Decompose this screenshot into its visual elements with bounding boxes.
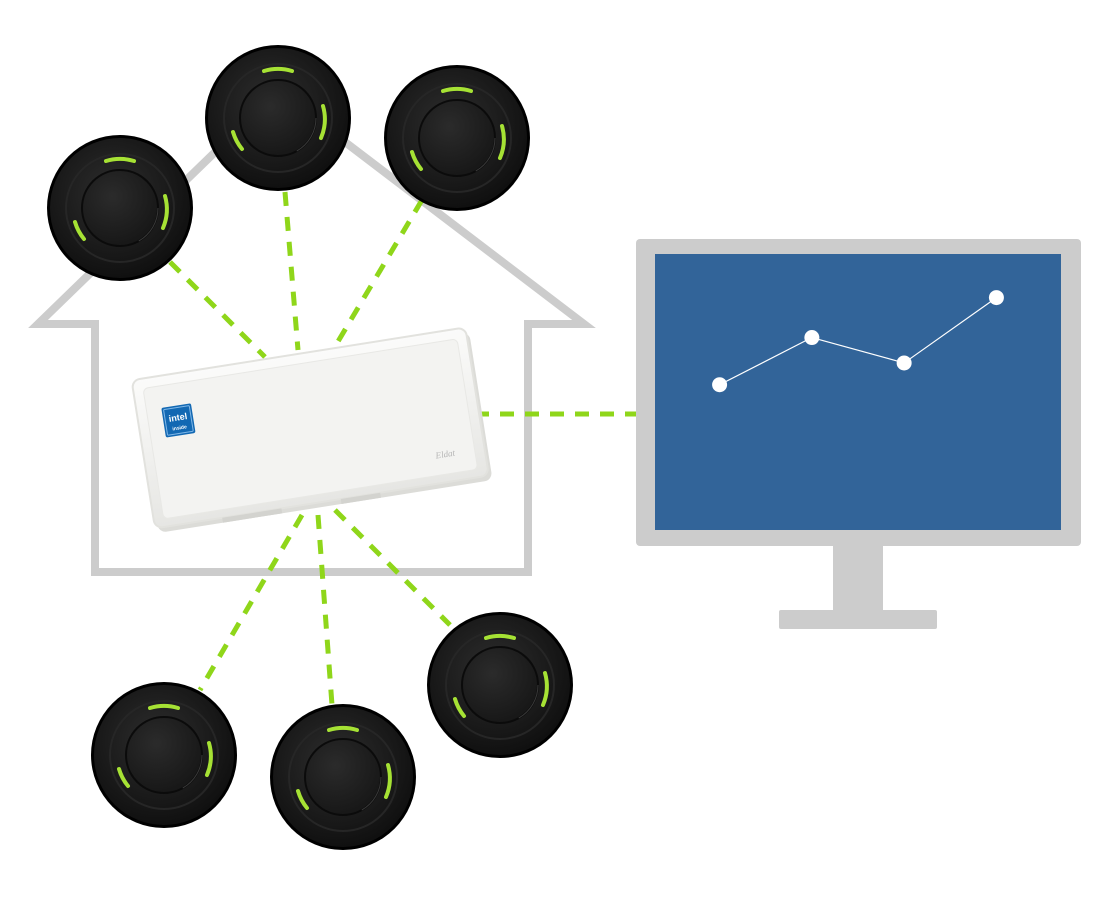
chart-line-segment-1 — [719, 336, 813, 386]
link-sensor-6 — [333, 508, 452, 627]
intel-logo: intel inside — [161, 403, 196, 438]
sensor-device-1 — [45, 133, 195, 283]
sensor-device-2 — [203, 43, 353, 193]
sensor-device-5 — [268, 702, 418, 852]
monitor-stand-neck — [833, 545, 883, 615]
link-sensor-5 — [315, 514, 335, 706]
chart-line-segment-2 — [811, 336, 905, 364]
line-chart — [712, 290, 1004, 393]
link-sensor-2 — [282, 191, 301, 351]
intel-logo-sub: inside — [172, 424, 187, 432]
house-outline — [28, 85, 596, 576]
monitor — [636, 239, 1081, 629]
gateway-device: intel inside Eldat — [131, 327, 492, 532]
chart-point-3 — [896, 355, 912, 371]
sensor-device-6 — [425, 610, 575, 760]
chart-line-segment-3 — [903, 297, 997, 364]
sensor-device-3 — [382, 63, 532, 213]
chart-point-1 — [712, 377, 728, 393]
gateway-maker-label: Eldat — [434, 448, 456, 461]
wireless-links — [168, 191, 640, 706]
sensor-device-4 — [89, 680, 239, 830]
link-sensor-3 — [327, 198, 425, 357]
link-sensor-1 — [168, 260, 267, 359]
link-sensor-4 — [197, 513, 305, 692]
monitor-stand-base — [779, 610, 937, 629]
chart-point-2 — [804, 330, 820, 346]
intel-logo-brand: intel — [168, 411, 188, 424]
chart-point-4 — [988, 290, 1004, 306]
